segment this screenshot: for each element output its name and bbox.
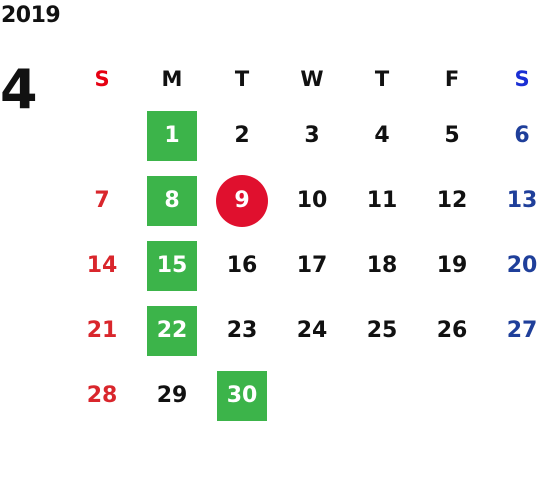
calendar-day-number: 3	[304, 123, 320, 148]
calendar-day-cell[interactable]: 12	[417, 168, 487, 233]
calendar-day-number: 27	[506, 318, 538, 343]
calendar-day-cell[interactable]: 3	[277, 103, 347, 168]
calendar-day-cell[interactable]: 24	[277, 298, 347, 363]
calendar-day-number: 22	[147, 305, 197, 356]
calendar-day-cell[interactable]: 10	[277, 168, 347, 233]
calendar-day-number: 29	[156, 383, 188, 408]
calendar-empty-cell	[347, 363, 417, 428]
calendar-day-number: 26	[436, 318, 468, 343]
calendar-day-number: 11	[366, 188, 398, 213]
calendar-empty-cell	[417, 363, 487, 428]
calendar-day-cell[interactable]: 19	[417, 233, 487, 298]
calendar-empty-cell	[487, 363, 548, 428]
calendar-day-cell[interactable]: 13	[487, 168, 548, 233]
calendar-day-cell[interactable]: 14	[67, 233, 137, 298]
calendar-day-number: 16	[226, 253, 258, 278]
weekday-header-wed: W	[300, 67, 324, 91]
calendar-day-number: 17	[296, 253, 328, 278]
calendar-empty-cell	[277, 363, 347, 428]
calendar-day-number: 15	[147, 240, 197, 291]
calendar-day-number: 28	[86, 383, 118, 408]
calendar-day-number: 7	[94, 188, 110, 213]
calendar-day-number: 18	[366, 253, 398, 278]
calendar-day-number: 10	[296, 188, 328, 213]
calendar-day-cell[interactable]: 15	[137, 233, 207, 298]
calendar-day-cell[interactable]: 28	[67, 363, 137, 428]
calendar-day-number: 9	[216, 174, 268, 227]
calendar-day-number: 19	[436, 253, 468, 278]
calendar-day-number: 14	[86, 253, 118, 278]
calendar-day-cell[interactable]: 21	[67, 298, 137, 363]
calendar-day-cell[interactable]: 25	[347, 298, 417, 363]
calendar-day-today[interactable]: 9	[207, 168, 277, 233]
calendar-day-number: 1	[147, 110, 197, 161]
calendar-day-cell[interactable]: 2	[207, 103, 277, 168]
calendar-day-cell[interactable]: 22	[137, 298, 207, 363]
month-number: 4	[0, 58, 38, 121]
calendar-day-cell[interactable]: 18	[347, 233, 417, 298]
calendar-day-number: 21	[86, 318, 118, 343]
calendar-day-cell[interactable]: 7	[67, 168, 137, 233]
calendar-day-cell[interactable]: 6	[487, 103, 548, 168]
calendar-day-cell[interactable]: 1	[137, 103, 207, 168]
calendar-day-number: 4	[374, 123, 390, 148]
year-label: 2019	[1, 3, 61, 28]
calendar-day-number: 20	[506, 253, 538, 278]
weekday-header-fri: F	[444, 67, 460, 91]
calendar-day-cell[interactable]: 11	[347, 168, 417, 233]
calendar-day-number: 2	[234, 123, 250, 148]
calendar-day-number: 5	[444, 123, 460, 148]
calendar-day-number: 30	[217, 370, 267, 421]
calendar-empty-cell	[67, 103, 137, 168]
calendar-day-cell[interactable]: 29	[137, 363, 207, 428]
calendar-day-cell[interactable]: 5	[417, 103, 487, 168]
calendar-day-number: 13	[506, 188, 538, 213]
calendar-day-number: 24	[296, 318, 328, 343]
weekday-header-thu: T	[374, 67, 390, 91]
calendar-day-number: 8	[147, 175, 197, 226]
calendar-day-cell[interactable]: 26	[417, 298, 487, 363]
weekday-header-tue: T	[234, 67, 250, 91]
calendar-day-cell[interactable]: 30	[207, 363, 277, 428]
calendar-day-cell[interactable]: 4	[347, 103, 417, 168]
calendar-day-cell[interactable]: 16	[207, 233, 277, 298]
calendar-day-cell[interactable]: 17	[277, 233, 347, 298]
calendar-day-number: 12	[436, 188, 468, 213]
weekday-header-sun: S	[94, 67, 110, 91]
calendar-day-number: 25	[366, 318, 398, 343]
calendar-day-number: 6	[514, 123, 530, 148]
calendar-day-cell[interactable]: 27	[487, 298, 548, 363]
calendar-day-cell[interactable]: 20	[487, 233, 548, 298]
weekday-header-sat: S	[514, 67, 530, 91]
calendar-day-cell[interactable]: 8	[137, 168, 207, 233]
calendar-day-cell[interactable]: 23	[207, 298, 277, 363]
calendar-day-number: 23	[226, 318, 258, 343]
weekday-header-mon: M	[161, 67, 183, 91]
